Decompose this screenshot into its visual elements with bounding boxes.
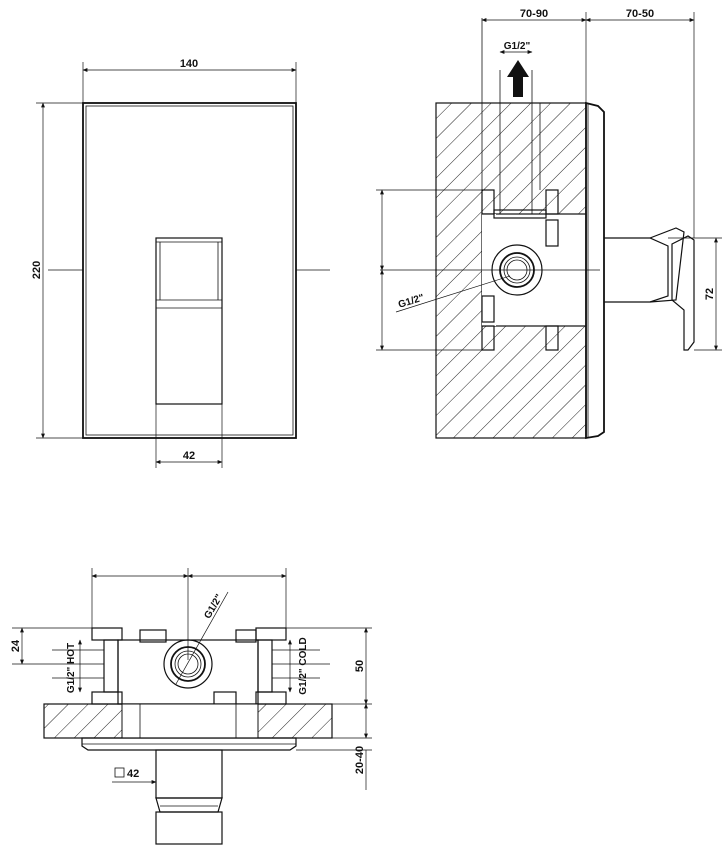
- top-view: G1/2" G1/2" HOT G1/2" COLD 24 50: [10, 568, 372, 845]
- outlet-arrow-icon: [507, 60, 529, 97]
- side-handle-height-label: 72: [704, 288, 716, 300]
- front-handle-width-label: 42: [183, 450, 195, 462]
- top-depth-label: 20-40: [354, 746, 366, 774]
- cold-label: G1/2" COLD: [298, 637, 309, 695]
- front-width-label: 140: [180, 58, 198, 70]
- side-depth-label-2: 70-50: [626, 8, 654, 20]
- side-outlet-label: G1/2": [504, 41, 531, 52]
- front-view: 140 220 42: [31, 58, 330, 468]
- hot-label: G1/2" HOT: [66, 643, 77, 693]
- top-height-label: 50: [354, 660, 366, 672]
- side-view: G1/2" 70-90 70-50 G1/2" 72: [376, 8, 722, 440]
- side-lever-handle: [604, 227, 695, 351]
- front-plate: [82, 102, 297, 439]
- square-size-label: 42: [127, 768, 139, 780]
- front-lever-handle: [155, 237, 223, 405]
- side-depth-label-1: 70-90: [520, 8, 548, 20]
- top-center-connection: [163, 639, 213, 689]
- square-symbol-icon: [114, 767, 125, 778]
- side-inlet-label: G1/2": [397, 292, 426, 310]
- top-connection-label: G1/2": [202, 592, 225, 621]
- top-offset-label: 24: [10, 639, 22, 652]
- front-height-label: 220: [31, 261, 43, 279]
